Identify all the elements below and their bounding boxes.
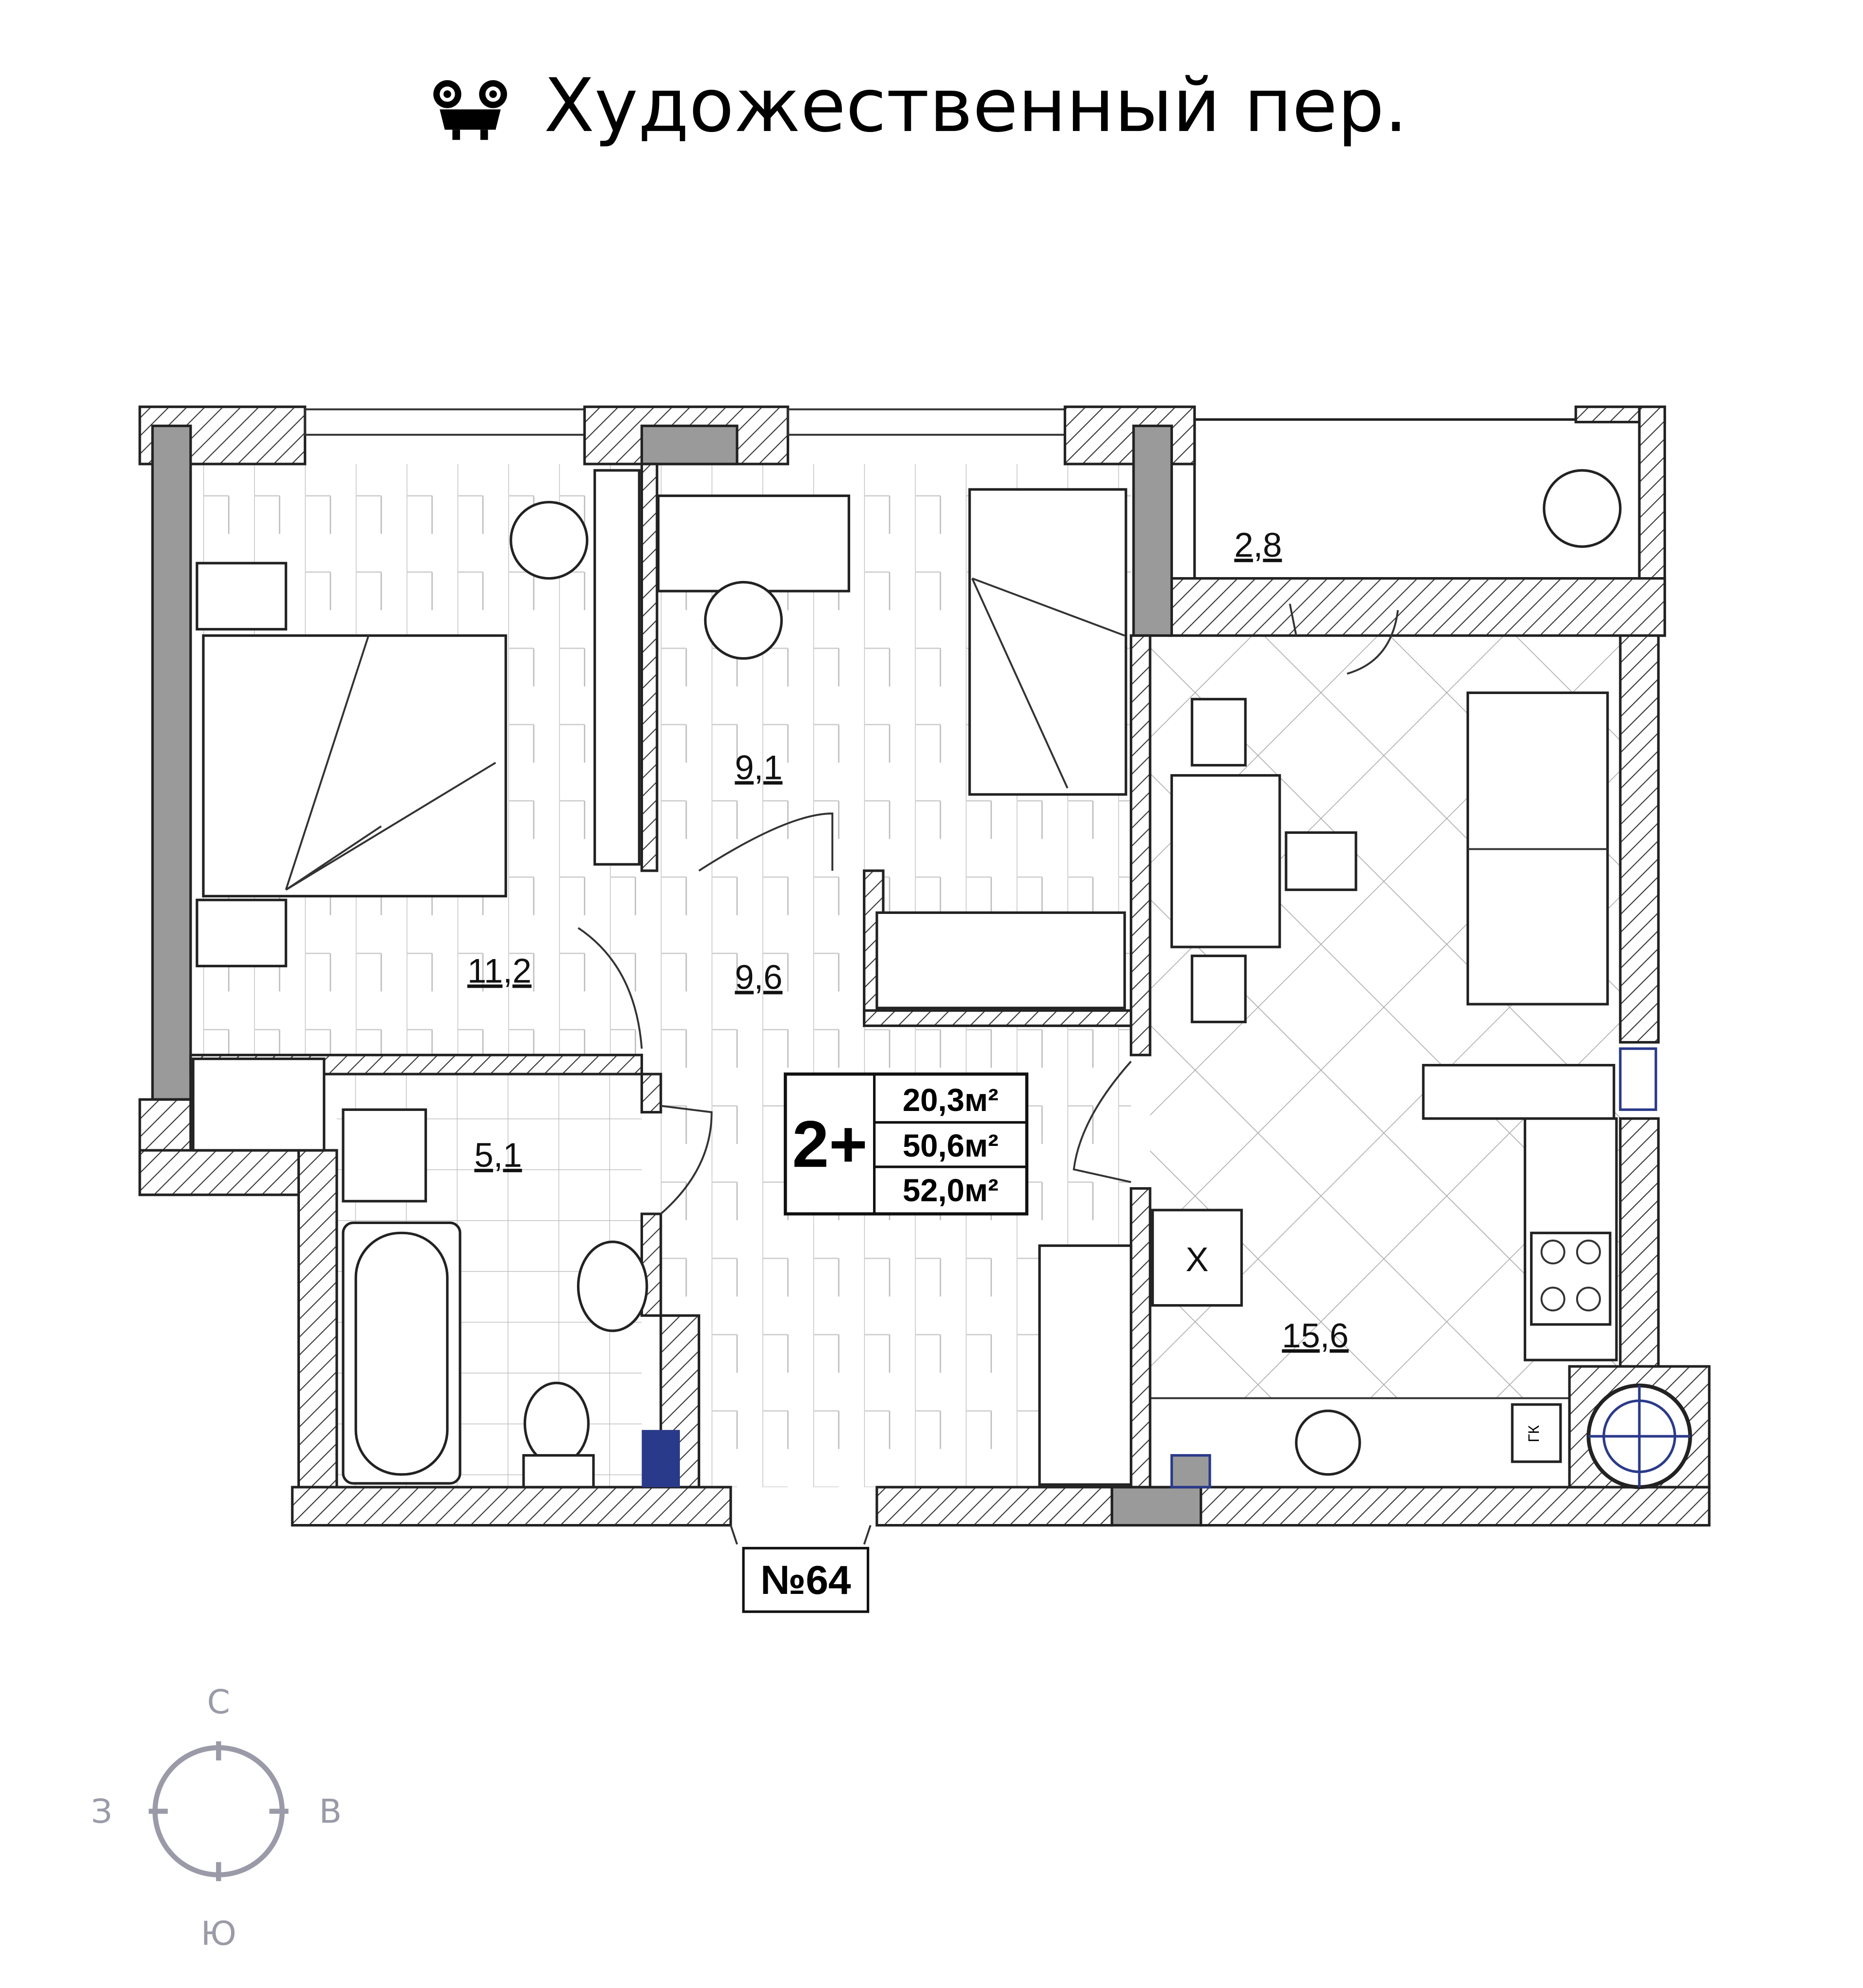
chair <box>1190 697 1247 767</box>
fridge-mark: Х <box>1186 1240 1208 1278</box>
room-area-balcony: 2,8 <box>1234 526 1282 564</box>
hall-wardrobe <box>875 911 1126 1010</box>
room-area-room: 9,1 <box>735 748 782 786</box>
riser <box>642 1430 680 1488</box>
chair <box>1190 954 1247 1024</box>
kitchen-cabinets <box>1422 1064 1616 1120</box>
compass-west: З <box>91 1792 113 1831</box>
wardrobe <box>593 469 641 866</box>
washing-machine <box>342 1108 427 1203</box>
hall-closet <box>1038 1244 1133 1486</box>
apartment-number: №64 <box>760 1557 851 1603</box>
room-area-hall: 9,6 <box>735 958 782 996</box>
dining-table <box>1170 774 1281 948</box>
gas-mark: ГК <box>1525 1425 1542 1442</box>
street-title: Художественный пер. <box>544 63 1408 149</box>
nightstand <box>196 562 287 631</box>
owl-icon <box>433 80 507 140</box>
compass-east: В <box>319 1792 342 1831</box>
armchair <box>510 500 589 580</box>
chair <box>1285 831 1357 891</box>
compass: С З В Ю <box>91 1683 342 1953</box>
area-summary-table: 2+ 20,3м² 50,6м² 52,0м² <box>784 1072 1029 1216</box>
room-area-bedroom: 11,2 <box>467 951 531 990</box>
walls <box>138 405 1711 1527</box>
storage <box>192 1057 326 1152</box>
room-count: 2+ <box>792 1107 867 1181</box>
balcony-chair <box>1543 469 1622 548</box>
single-bed <box>968 488 1127 796</box>
living-area: 20,3м² <box>903 1082 999 1118</box>
toilet <box>523 1381 590 1466</box>
room-area-bathroom: 5,1 <box>474 1136 522 1174</box>
desk <box>657 494 850 593</box>
gas-boiler <box>1511 1403 1562 1463</box>
compass-south: Ю <box>201 1915 237 1953</box>
furniture: Х ГК <box>192 469 1692 1489</box>
compass-north: С <box>207 1683 231 1722</box>
stove <box>1530 1231 1612 1326</box>
sink <box>577 1241 648 1332</box>
chair <box>704 580 783 660</box>
nightstand <box>196 898 287 968</box>
double-bed <box>202 634 507 897</box>
room-area-kitchen: 15,6 <box>1282 1316 1349 1355</box>
total-area-with-balcony: 52,0м² <box>903 1173 999 1208</box>
doors <box>577 603 1399 1545</box>
header: Художественный пер. <box>433 63 1408 149</box>
total-area: 50,6м² <box>903 1128 999 1163</box>
fridge <box>1151 1209 1243 1307</box>
kitchen-sink <box>1295 1409 1361 1476</box>
